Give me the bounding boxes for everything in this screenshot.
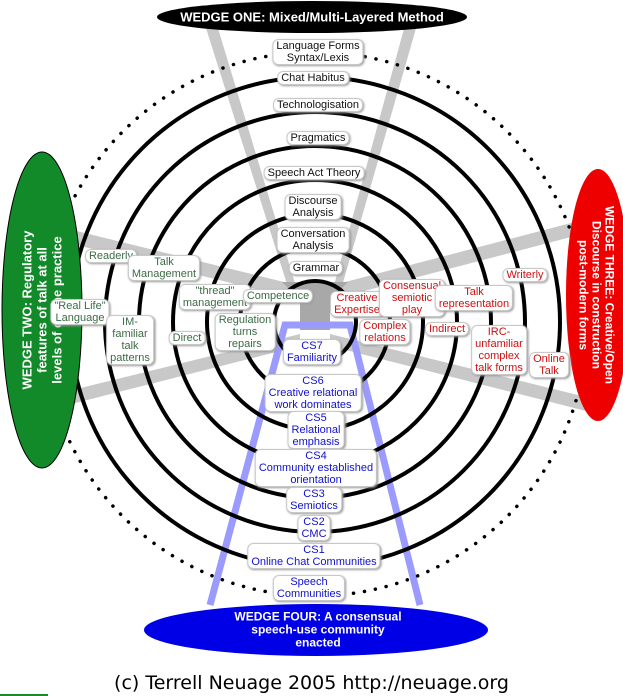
regulatory-label: Competence bbox=[242, 289, 314, 303]
wedge-three-title: WEDGE THREE: Creative/Open Discourse in … bbox=[576, 205, 617, 385]
community-stage-label: CS7 Familiarity bbox=[282, 339, 342, 365]
regulatory-label: Talk Management bbox=[127, 255, 201, 281]
creative-label: Writerly bbox=[502, 268, 548, 282]
method-layer-label: Pragmatics bbox=[286, 131, 350, 145]
green-bar bbox=[0, 694, 48, 696]
wedge-one-ellipse bbox=[157, 1, 467, 33]
regulatory-label: Readerly bbox=[84, 249, 138, 263]
method-layer-label: Speech Act Theory bbox=[263, 166, 365, 180]
community-stage-label: CS6 Creative relational work dominates bbox=[264, 374, 362, 412]
method-layer-label: Chat Habitus bbox=[277, 71, 349, 85]
regulatory-label: Regulation turns repairs bbox=[214, 313, 276, 351]
band-top-left bbox=[205, 25, 300, 300]
wedge-four-title: WEDGE FOUR: A consensual speech-use comm… bbox=[234, 609, 402, 650]
creative-label: Consensual semiotic play bbox=[378, 279, 446, 317]
community-stage-label: CS1 Online Chat Communities bbox=[247, 543, 381, 569]
community-stage-label: CS3 Semiotics bbox=[286, 487, 342, 513]
community-stage-label: CS5 Relational emphasis bbox=[287, 411, 345, 449]
method-layer-label: Grammar bbox=[288, 261, 344, 275]
regulatory-label: Direct bbox=[168, 331, 206, 345]
wedge-four-band bbox=[206, 321, 424, 606]
wedge-one-title: WEDGE ONE: Mixed/Multi-Layered Method bbox=[180, 9, 444, 25]
community-stage-label: Speech Communities bbox=[272, 575, 346, 601]
copyright-footer: (c) Terrell Neuage 2005 http://neuage.or… bbox=[114, 672, 509, 694]
band-left-lower bbox=[40, 334, 300, 412]
method-layer-label: Conversation Analysis bbox=[276, 227, 350, 253]
method-layer-label: Technologisation bbox=[273, 98, 363, 112]
method-layer-label: Language Forms Syntax/Lexis bbox=[272, 39, 364, 65]
regulatory-label: "thread" management bbox=[178, 284, 252, 310]
band-top-right bbox=[330, 25, 417, 300]
community-stage-label: CS4 Community established orientation bbox=[254, 449, 378, 487]
wedge-four-ellipse bbox=[144, 604, 488, 656]
wedge-three-ellipse bbox=[566, 169, 623, 421]
creative-label: Complex relations bbox=[359, 319, 411, 345]
creative-label: Online Talk bbox=[529, 352, 569, 378]
regulatory-label: "Real Life" Language bbox=[50, 299, 110, 325]
creative-label: IRC- unfamiliar complex talk forms bbox=[471, 325, 527, 375]
creative-label: Creative Expertise bbox=[330, 291, 384, 317]
band-right-lower bbox=[330, 334, 590, 412]
blue-band-outline bbox=[206, 321, 424, 606]
creative-label: Indirect bbox=[424, 322, 470, 336]
method-layer-label: Discourse Analysis bbox=[284, 194, 342, 220]
community-stage-label: CS2 CMC bbox=[297, 515, 331, 541]
regulatory-label: IM- familiar talk patterns bbox=[106, 315, 154, 365]
creative-label: Talk representation bbox=[434, 285, 514, 311]
